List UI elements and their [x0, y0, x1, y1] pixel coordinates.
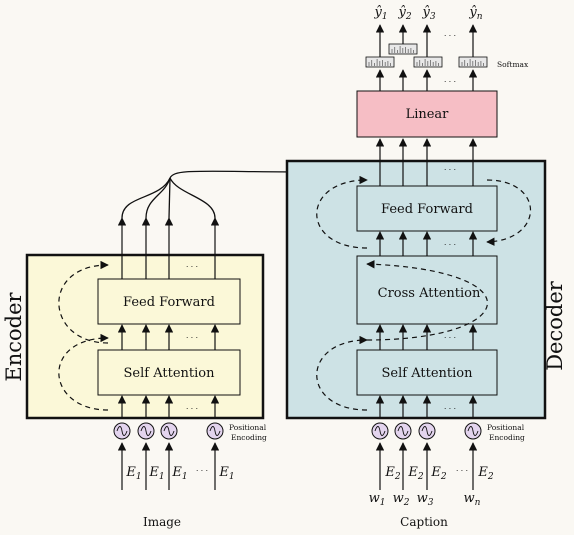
decoder-cross-attention-box [356, 255, 498, 325]
encoder-positional-encodings [113, 422, 224, 440]
decoder-input-ellipsis: · · · [456, 466, 468, 475]
softmax-distributions [365, 43, 488, 68]
decoder-input-arrows [375, 442, 478, 490]
decoder-ellipsis-bottom: · · · [444, 404, 456, 413]
encoder-input-1: E1 [125, 465, 141, 482]
output-4: ŷn [468, 5, 482, 22]
word-3: w3 [417, 491, 434, 508]
decoder-input-2: E2 [407, 465, 424, 482]
decoder-positional-encoding-2 [394, 422, 412, 440]
decoder-ellipsis-top: · · · [444, 165, 456, 174]
encoder-inputs: E1 E1 E1 · · · E1 [125, 465, 234, 482]
linear-box [356, 90, 498, 138]
decoder-feed-forward-box [356, 185, 498, 232]
encoder-arrows [117, 217, 220, 418]
encoder-input-2: E1 [148, 465, 164, 482]
softmax-ellipsis: · · · [444, 31, 456, 40]
encoder-positional-encoding-2 [137, 422, 155, 440]
word-4: wn [464, 491, 481, 508]
output-3: ŷ3 [421, 5, 435, 22]
decoder-pe-label-2: Encoding [489, 433, 525, 442]
encoder-positional-encoding-3 [160, 422, 178, 440]
softmax-distribution-2 [388, 43, 418, 55]
softmax-distribution-3 [413, 56, 443, 68]
encoder-ellipsis-mid: · · · [186, 333, 198, 342]
decoder-positional-encoding-3 [418, 422, 436, 440]
softmax-distribution-4 [458, 56, 488, 68]
word-1: w1 [369, 491, 386, 508]
decoder-ellipsis-mid-upper: · · · [444, 240, 456, 249]
decoder-pe-label-1: Positional [487, 423, 525, 432]
encoder-pe-label-2: Encoding [231, 433, 267, 442]
decoder-positional-encoding-1 [371, 422, 389, 440]
encoder-positional-encoding-4 [206, 422, 224, 440]
encoder-positional-encoding-1 [113, 422, 131, 440]
encoder-input-3: E1 [171, 465, 187, 482]
decoder-positional-encodings [371, 422, 482, 440]
decoder-cross-attention-label: Cross Attention [378, 286, 481, 301]
encoder-input-arrows [117, 442, 220, 490]
decoder-feed-forward-label: Feed Forward [381, 202, 473, 217]
linear-label: Linear [406, 107, 450, 122]
decoder-inputs: E2 E2 E2 · · · E2 [384, 465, 494, 482]
decoder-bottom-label: Caption [400, 515, 448, 529]
outputs: ŷ1 ŷ2 ŷ3 ŷn [373, 5, 482, 22]
softmax-distribution-1 [365, 56, 395, 68]
decoder-ellipsis-mid-lower: · · · [444, 333, 456, 342]
linear-ellipsis: · · · [444, 77, 456, 86]
decoder-residual-loops [316, 175, 532, 411]
encoder-feed-forward-label: Feed Forward [123, 295, 215, 310]
softmax-label: Softmax [497, 60, 529, 69]
decoder-arrows [375, 138, 478, 418]
encoder-side-label: Encoder [2, 291, 26, 381]
decoder-side-label: Decoder [543, 280, 567, 371]
encoder-self-attention-label: Self Attention [124, 366, 216, 381]
encoder-bottom-label: Image [143, 515, 181, 529]
encoder-input-ellipsis: · · · [196, 466, 208, 475]
decoder-self-attention-box [356, 349, 498, 396]
output-2: ŷ2 [397, 5, 411, 22]
encoder-ellipsis-top: · · · [186, 262, 198, 271]
encoder-input-4: E1 [218, 465, 234, 482]
decoder-input-4: E2 [477, 465, 494, 482]
linear-to-softmax-arrows [375, 24, 478, 91]
output-1: ŷ1 [373, 5, 387, 22]
decoder-words: w1 w2 w3 wn [369, 491, 481, 508]
encoder-ellipsis-bottom: · · · [186, 404, 198, 413]
decoder-positional-encoding-4 [464, 422, 482, 440]
decoder-input-3: E2 [430, 465, 447, 482]
decoder-self-attention-label: Self Attention [382, 366, 474, 381]
decoder-input-1: E2 [384, 465, 401, 482]
word-2: w2 [393, 491, 410, 508]
encoder-residual-loops [58, 260, 109, 411]
encoder-feed-forward-box [97, 278, 241, 325]
encoder-pe-label-1: Positional [229, 423, 267, 432]
